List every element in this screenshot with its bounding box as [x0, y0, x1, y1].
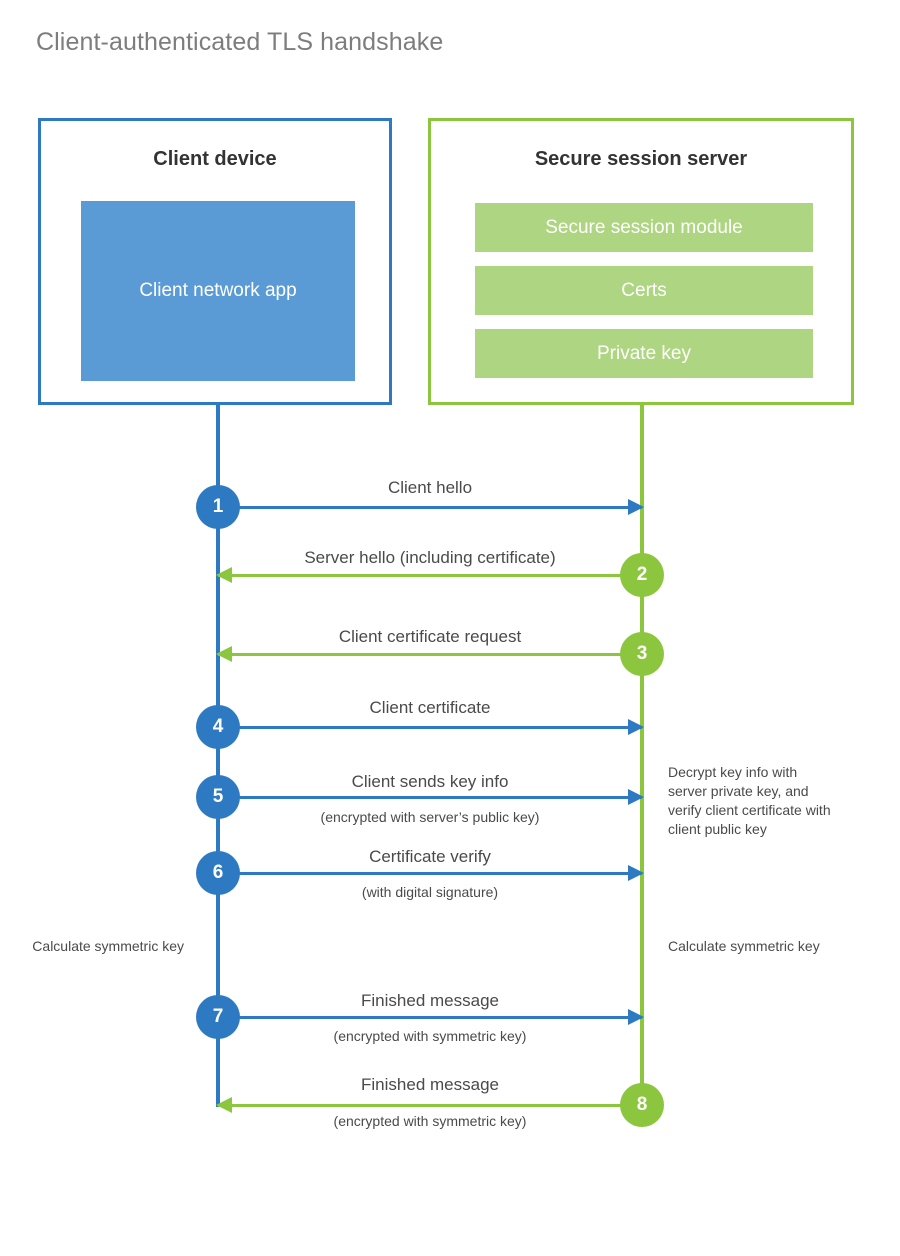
secure-session-server-title: Secure session server [534, 148, 748, 170]
client-device-box: Client device Client network app [38, 118, 392, 405]
step-marker-7: 7 [196, 995, 240, 1039]
message-label-7: Finished message [361, 991, 499, 1010]
message-arrow-2 [218, 574, 642, 577]
message-sublabel-7: (encrypted with symmetric key) [333, 1028, 527, 1044]
server-component-private-key: Private key [475, 329, 813, 378]
step-marker-6: 6 [196, 851, 240, 895]
message-arrow-8 [218, 1104, 642, 1107]
message-arrow-1 [218, 506, 642, 509]
server-component-list: Secure session module Certs Private key [475, 203, 813, 392]
arrow-head-right-7 [628, 1009, 644, 1025]
message-label-2: Server hello (including certificate) [304, 548, 556, 567]
message-label-1: Client hello [387, 478, 473, 497]
client-device-title: Client device [153, 148, 277, 170]
arrow-head-right-4 [628, 719, 644, 735]
message-arrow-5 [218, 796, 642, 799]
step-marker-2: 2 [620, 553, 664, 597]
message-sublabel-6: (with digital signature) [361, 884, 499, 900]
arrow-head-left-2 [216, 567, 232, 583]
client-lifeline [216, 404, 220, 1107]
step-marker-4: 4 [196, 705, 240, 749]
page-title: Client-authenticated TLS handshake [36, 28, 444, 56]
message-label-5: Client sends key info [351, 772, 509, 791]
step-marker-1: 1 [196, 485, 240, 529]
client-calculate-symmetric-key-note: Calculate symmetric key [32, 938, 184, 954]
server-component-secure-session-module: Secure session module [475, 203, 813, 252]
client-network-app-block: Client network app [81, 201, 355, 381]
arrow-head-left-8 [216, 1097, 232, 1113]
step-marker-3: 3 [620, 632, 664, 676]
step-marker-5: 5 [196, 775, 240, 819]
message-arrow-3 [218, 653, 642, 656]
message-arrow-4 [218, 726, 642, 729]
message-arrow-6 [218, 872, 642, 875]
server-calculate-symmetric-key-note: Calculate symmetric key [668, 938, 820, 954]
server-lifeline [640, 404, 644, 1107]
message-sublabel-5: (encrypted with server’s public key) [320, 809, 540, 825]
message-label-3: Client certificate request [338, 627, 522, 646]
server-component-certs: Certs [475, 266, 813, 315]
message-label-6: Certificate verify [369, 847, 491, 866]
message-sublabel-8: (encrypted with symmetric key) [333, 1113, 527, 1129]
arrow-head-right-1 [628, 499, 644, 515]
message-label-8: Finished message [361, 1075, 499, 1094]
server-decrypt-note: Decrypt key info with server private key… [668, 764, 831, 837]
step-marker-8: 8 [620, 1083, 664, 1127]
arrow-head-right-6 [628, 865, 644, 881]
arrow-head-right-5 [628, 789, 644, 805]
arrow-head-left-3 [216, 646, 232, 662]
message-label-4: Client certificate [369, 698, 491, 717]
message-arrow-7 [218, 1016, 642, 1019]
secure-session-server-box: Secure session server Secure session mod… [428, 118, 854, 405]
